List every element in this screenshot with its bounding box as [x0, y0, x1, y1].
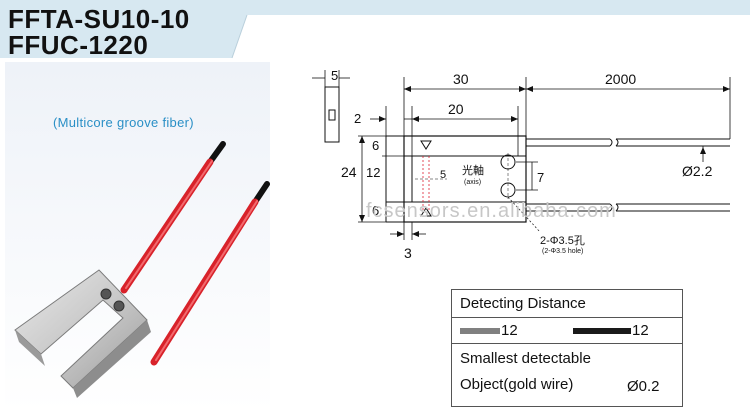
dim-30: 30: [453, 71, 469, 87]
model-title-2: FFUC-1220: [8, 30, 149, 60]
dim-6-bottom: 6: [372, 203, 379, 218]
object-label-2: Object(gold wire): [460, 376, 574, 393]
swatch-black: [573, 328, 631, 334]
spec-header: Detecting Distance: [460, 295, 586, 312]
dim-24: 24: [341, 164, 357, 180]
optical-axis-en: (axis): [464, 179, 481, 186]
watermark: fcsensors.en.alibaba.com: [366, 200, 617, 222]
dimension-drawing: 5 5 光軸 (axis) Ø2.2 30 2000: [312, 68, 731, 261]
dim-7: 7: [537, 170, 544, 185]
dim-12: 12: [366, 165, 380, 180]
dim-5: 5: [331, 68, 338, 83]
product-photo: [5, 62, 270, 412]
dim-2: 2: [354, 111, 361, 126]
spec-distance-row: 12 12: [452, 318, 682, 344]
hole-callout: 2-Φ3.5孔: [540, 234, 585, 247]
spec-table: Detecting Distance 12 12 Smallest detect…: [451, 289, 683, 407]
dim-20: 20: [448, 101, 464, 117]
dim-2000: 2000: [605, 71, 636, 87]
dim-6-top: 6: [372, 138, 379, 153]
spec-header-row: Detecting Distance: [452, 290, 682, 318]
header-band: [0, 0, 750, 59]
spec-object-row: Smallest detectable Object(gold wire) Ø0…: [452, 344, 682, 406]
swatch-gray: [460, 328, 500, 334]
object-value: Ø0.2: [627, 378, 660, 395]
optical-axis-label: 光軸: [462, 163, 484, 177]
distance-value-2: 12: [632, 322, 649, 339]
dim-3: 3: [404, 245, 412, 261]
distance-value-1: 12: [501, 322, 518, 339]
model-title-1: FFTA-SU10-10: [8, 4, 190, 34]
hole-callout-sub: (2-Φ3.5 hole): [542, 248, 583, 255]
object-label-1: Smallest detectable: [460, 350, 591, 367]
dim-slit-5: 5: [440, 169, 446, 181]
photo-caption: (Multicore groove fiber): [53, 115, 194, 130]
dim-cable-dia: Ø2.2: [682, 163, 713, 179]
